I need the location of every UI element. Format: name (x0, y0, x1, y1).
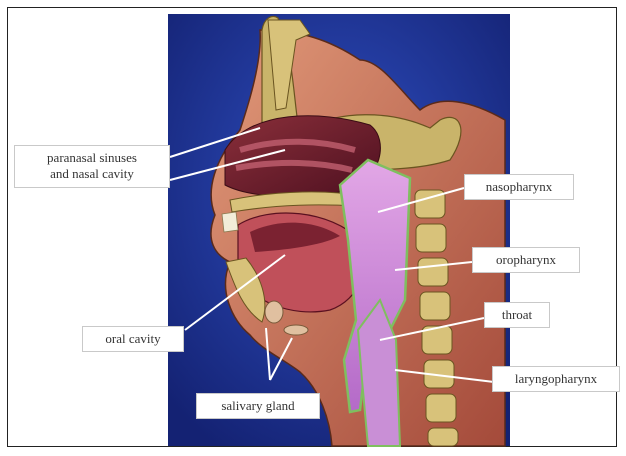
salivary-gland-shape-2 (284, 325, 308, 335)
label-paranasal-line1: paranasal sinuses (23, 150, 161, 166)
label-oropharynx-text: oropharynx (496, 252, 556, 267)
label-oral-cavity-text: oral cavity (105, 331, 160, 346)
label-oral-cavity: oral cavity (82, 326, 184, 352)
label-laryngopharynx: laryngopharynx (492, 366, 620, 392)
upper-teeth (222, 212, 238, 232)
label-nasopharynx: nasopharynx (464, 174, 574, 200)
label-laryngopharynx-text: laryngopharynx (515, 371, 597, 386)
label-salivary-gland-text: salivary gland (221, 398, 294, 413)
label-throat-text: throat (502, 307, 532, 322)
label-paranasal-line2: and nasal cavity (23, 166, 161, 182)
salivary-gland-shape (265, 301, 283, 323)
label-oropharynx: oropharynx (472, 247, 580, 273)
label-throat: throat (484, 302, 550, 328)
label-paranasal-sinuses: paranasal sinuses and nasal cavity (14, 145, 170, 188)
label-nasopharynx-text: nasopharynx (486, 179, 552, 194)
label-salivary-gland: salivary gland (196, 393, 320, 419)
